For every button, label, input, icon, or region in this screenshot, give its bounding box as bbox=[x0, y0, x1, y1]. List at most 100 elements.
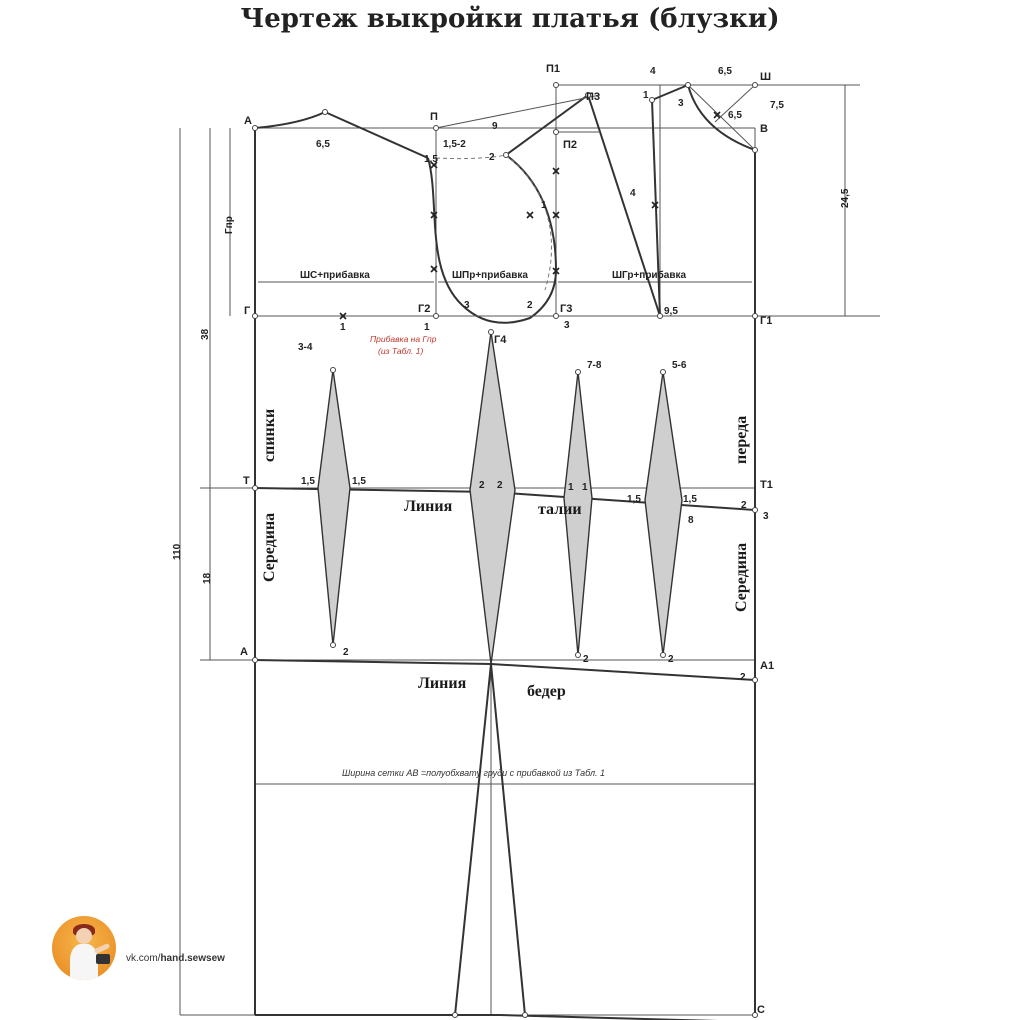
label-3-4: 3-4 bbox=[298, 342, 313, 353]
label-3-g3: 3 bbox=[564, 320, 570, 331]
point-V: В bbox=[760, 123, 768, 135]
label-3-g2: 3 bbox=[464, 300, 470, 311]
point-P3: П3 bbox=[586, 91, 600, 103]
label-24-5: 24,5 bbox=[840, 188, 851, 208]
measurement-labels: 6,5 1,5-2 1,5 9 2 6,5 7,5 6,5 4 1 3 4 1 … bbox=[172, 66, 851, 683]
label-hip-2-a1: 2 bbox=[740, 672, 746, 683]
label-1-g2: 1 bbox=[424, 322, 430, 333]
shape-lines bbox=[254, 128, 756, 1020]
front-neckline bbox=[687, 84, 756, 151]
point-labels: A П П1 П2 П3 Ш В Г Г1 Г2 Г3 Г4 Т Т1 А А1… bbox=[240, 63, 774, 1016]
label-front-width: ШГр+прибавка bbox=[612, 269, 686, 281]
label-1-5-top: 1,5 bbox=[424, 154, 438, 165]
label-110: 110 bbox=[172, 543, 183, 560]
label-2-g3: 2 bbox=[527, 300, 533, 311]
label-4-side: 4 bbox=[630, 188, 636, 199]
waist-line-back bbox=[254, 487, 492, 493]
point-A: A bbox=[244, 115, 252, 127]
label-waist-1-b: 1 bbox=[582, 482, 588, 493]
label-hip-2-c: 2 bbox=[668, 654, 674, 665]
point-T1: Т1 bbox=[760, 479, 773, 491]
construction-points bbox=[252, 82, 758, 1018]
label-hip-2: бедер bbox=[527, 683, 566, 700]
page-title: Чертеж выкройки платья (блузки) bbox=[240, 4, 780, 34]
label-6-5-back: 6,5 bbox=[316, 139, 330, 150]
label-front-center-2: переда bbox=[733, 416, 750, 464]
back-waist-dart bbox=[317, 369, 351, 646]
vk-handle: hand.sewsew bbox=[160, 953, 225, 964]
label-waist-8: 8 bbox=[688, 515, 694, 526]
label-waist-2-a: 2 bbox=[479, 480, 485, 491]
label-1-arm: 1 bbox=[541, 200, 547, 211]
point-Sh: Ш bbox=[760, 71, 771, 83]
darts bbox=[317, 331, 683, 1016]
side-dart bbox=[469, 331, 516, 665]
label-waist-1-5-b: 1,5 bbox=[352, 476, 366, 487]
label-back-center: Середина bbox=[261, 513, 278, 582]
label-waist-1-5-c: 1,5 bbox=[627, 494, 641, 505]
vk-site: vk.com/ bbox=[126, 953, 161, 964]
label-6-5-diag: 6,5 bbox=[728, 110, 742, 121]
grid-frame bbox=[179, 84, 880, 1016]
label-38: 38 bbox=[200, 328, 211, 340]
label-waist-1-a: 1 bbox=[568, 482, 574, 493]
line-names: Середина спинки Середина переда Линия та… bbox=[261, 409, 750, 700]
note-grid-width: Ширина сетки АВ =полуобхвату груди с при… bbox=[342, 768, 605, 778]
point-C: С bbox=[757, 1004, 765, 1016]
label-6-5-front: 6,5 bbox=[718, 66, 732, 77]
label-5-6: 5-6 bbox=[672, 360, 687, 371]
point-T: Т bbox=[243, 475, 250, 487]
label-waist-2: талии bbox=[538, 501, 582, 518]
armhole-curve bbox=[427, 154, 558, 324]
front-shoulder-dart-2 bbox=[651, 99, 661, 317]
front-waist-dart-2 bbox=[644, 371, 683, 656]
label-2-p3: 2 bbox=[489, 152, 495, 163]
skirt-side-seam bbox=[454, 663, 526, 1016]
hip-line-back bbox=[254, 659, 492, 665]
label-1-neck: 1 bbox=[643, 90, 649, 101]
point-G1: Г1 bbox=[760, 315, 772, 327]
label-hip-2-b: 2 bbox=[583, 654, 589, 665]
label-7-5: 7,5 bbox=[770, 100, 784, 111]
back-neckline bbox=[254, 111, 326, 129]
point-A-hip: А bbox=[240, 646, 248, 658]
label-3-neck: 3 bbox=[678, 98, 684, 109]
label-9-5: 9,5 bbox=[664, 306, 678, 317]
label-back-width: ШС+прибавка bbox=[300, 269, 370, 281]
point-G: Г bbox=[244, 305, 251, 317]
vk-link[interactable]: vk.com/hand.sewsew bbox=[126, 953, 225, 964]
point-P1: П1 bbox=[546, 63, 560, 75]
label-waist-2-b: 2 bbox=[497, 480, 503, 491]
point-P2: П2 bbox=[563, 139, 577, 151]
label-back-center-2: спинки bbox=[261, 409, 278, 462]
point-G2: Г2 bbox=[418, 303, 430, 315]
label-armhole-width: ШПр+прибавка bbox=[452, 269, 528, 281]
brand-logo bbox=[52, 916, 116, 980]
label-waist-2-t1: 2 bbox=[741, 500, 747, 511]
label-7-8: 7-8 bbox=[587, 360, 602, 371]
label-waist-1: Линия bbox=[404, 498, 453, 515]
point-P: П bbox=[430, 111, 438, 123]
front-shoulder bbox=[505, 94, 589, 156]
label-waist-3-t1: 3 bbox=[763, 511, 769, 522]
cross-marks bbox=[339, 111, 721, 320]
width-labels: ШС+прибавка ШПр+прибавка ШГр+прибавка bbox=[300, 269, 686, 281]
bodice-contour bbox=[254, 84, 756, 324]
point-A1: А1 bbox=[760, 660, 774, 672]
label-waist-1-5-d: 1,5 bbox=[683, 494, 697, 505]
label-1-5-2: 1,5-2 bbox=[443, 139, 466, 150]
note-gpr-2: (из Табл. 1) bbox=[378, 346, 423, 356]
note-gpr-1: Прибавка на Гпр bbox=[370, 334, 437, 344]
label-gpr: Гпр bbox=[224, 216, 235, 234]
label-4-top: 4 bbox=[650, 66, 656, 77]
label-hip-2-a: 2 bbox=[343, 647, 349, 658]
label-18: 18 bbox=[202, 572, 213, 584]
point-G4: Г4 bbox=[494, 334, 507, 346]
label-front-center: Середина bbox=[733, 543, 750, 612]
waist-line-front bbox=[490, 491, 756, 511]
label-9: 9 bbox=[492, 121, 498, 132]
label-hip-1: Линия bbox=[418, 675, 467, 692]
label-1-g: 1 bbox=[340, 322, 346, 333]
hip-line-front bbox=[490, 663, 756, 681]
